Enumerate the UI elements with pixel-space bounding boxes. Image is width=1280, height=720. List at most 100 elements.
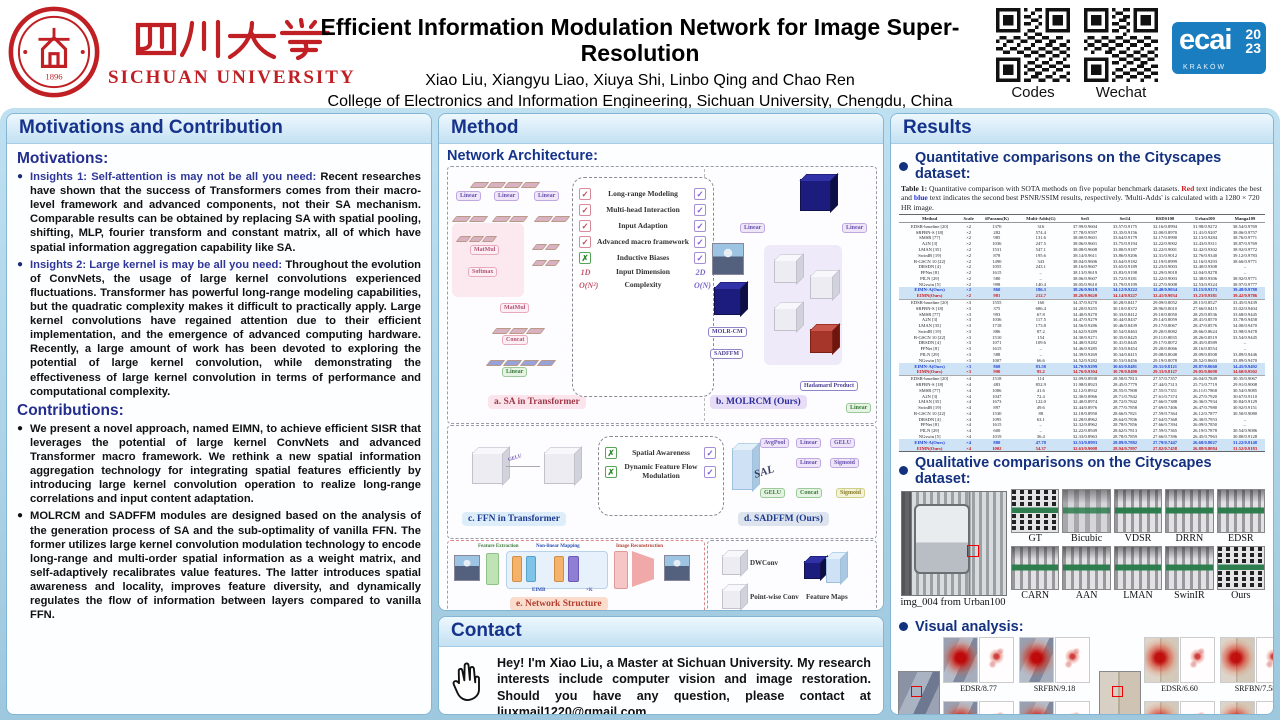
feature-cube bbox=[714, 287, 742, 315]
poster-header: 1896 SICHUAN UNIVERSITY Eff bbox=[0, 0, 1280, 110]
linear-box: Linear bbox=[796, 458, 822, 468]
lam-pair: EDSR/6.60 bbox=[1144, 636, 1215, 701]
crop-tile bbox=[1113, 545, 1163, 590]
svg-text:1896: 1896 bbox=[45, 72, 63, 82]
crop-marker-box bbox=[966, 545, 979, 558]
qualitative-heading: Qualitative comparisons on the Cityscape… bbox=[899, 455, 1265, 487]
motivations-panel-title: Motivations and Contribution bbox=[7, 114, 431, 144]
linear-box: Linear bbox=[796, 438, 822, 448]
check-icon: ✓ bbox=[694, 204, 706, 216]
crop-label: EDSR bbox=[1228, 532, 1254, 544]
table-column-header: Multi-Adds(G) bbox=[1016, 214, 1066, 224]
check-icon: ✓ bbox=[579, 204, 591, 216]
linear-box: Linear bbox=[502, 367, 528, 377]
table-column-header: Set14 bbox=[1105, 214, 1145, 224]
checklist-row: ✓Long-range Modeling✓ bbox=[579, 188, 707, 200]
conv-bar bbox=[614, 551, 628, 589]
crop-label: LMAN bbox=[1123, 589, 1153, 601]
contribution-2: ●MOLRCM and SADFFM modules are designed … bbox=[17, 510, 421, 622]
dwconv-cube bbox=[722, 555, 742, 575]
attribution-scatter bbox=[1180, 636, 1215, 683]
literal-mark: 2D bbox=[695, 268, 706, 277]
attribution-heatmap bbox=[1019, 636, 1054, 683]
literal-mark: O(N) bbox=[694, 281, 711, 290]
insight-1: ●Insights 1: Self-attention is may not b… bbox=[17, 171, 421, 254]
crop-cell: AAN bbox=[1062, 545, 1111, 603]
codes-qr-label: Codes bbox=[1011, 84, 1055, 101]
ecai-name: ecai bbox=[1179, 24, 1232, 56]
gelu-box: GELU bbox=[830, 438, 856, 448]
crop-label: DRRN bbox=[1175, 532, 1204, 544]
attribution-scatter bbox=[1055, 701, 1090, 714]
crop-cell: VDSR bbox=[1113, 488, 1163, 546]
attribution-scatter bbox=[1180, 701, 1215, 714]
codes-qr: Codes bbox=[996, 8, 1070, 101]
attribution-scatter bbox=[1256, 701, 1273, 714]
crop-label: AAN bbox=[1075, 589, 1098, 601]
visual-analysis-figure: Method/DIEDSR/8.77SRFBN/9.18SwinIR/17.32… bbox=[898, 636, 1273, 714]
contact-panel-title: Contact bbox=[439, 617, 883, 647]
feature-cube bbox=[800, 179, 832, 211]
avgpool-box: AvgPool bbox=[760, 438, 790, 448]
eimb-bar bbox=[512, 556, 522, 582]
checklist-row: ✗Spatial Awareness✓ bbox=[605, 447, 717, 459]
university-cjk-logo bbox=[135, 17, 330, 61]
motivations-heading: Motivations: bbox=[17, 150, 109, 167]
dwconv-label: DWConv bbox=[750, 559, 779, 567]
main-image-label: img_004 from Urban100 bbox=[900, 596, 1006, 608]
feature-cube bbox=[472, 452, 504, 484]
visual-analysis-group: Method/DIEDSR/8.77SRFBN/9.18SwinIR/17.32… bbox=[898, 636, 1090, 714]
quantitative-heading: Quantitative comparisons on the Cityscap… bbox=[899, 150, 1265, 182]
concat-box: Concat bbox=[796, 488, 823, 498]
poster-title: Efficient Information Modulation Network… bbox=[320, 14, 960, 67]
figure-e-box: Feature Extraction Non-linear Mapping Im… bbox=[447, 540, 705, 610]
feature-map-slab bbox=[826, 557, 842, 583]
attention-panel bbox=[452, 223, 524, 297]
university-name-en: SICHUAN UNIVERSITY bbox=[108, 67, 356, 88]
wechat-qr: Wechat bbox=[1084, 8, 1158, 101]
attribution-heatmap bbox=[1220, 636, 1255, 683]
lam-pair-label: SRFBN/7.58 bbox=[1234, 683, 1273, 693]
crop-cell: Bicubic bbox=[1062, 488, 1111, 546]
caption-d: d. SADFFM (Ours) bbox=[738, 512, 829, 526]
method-panel: Method Network Architecture: Linear Line… bbox=[438, 113, 884, 611]
molrcm-box: MOLR-CM bbox=[708, 327, 747, 337]
table-column-header: Urban100 bbox=[1184, 214, 1225, 224]
university-seal-icon: 1896 bbox=[8, 6, 100, 98]
results-panel: Results Quantitative comparisons on the … bbox=[890, 113, 1274, 715]
architecture-diagram: Linear Linear Linear MatMul Softmax bbox=[447, 166, 877, 610]
gelu-box: GELU bbox=[760, 488, 786, 498]
contact-panel: Contact Hey! I'm Xiao Liu, a Master at S… bbox=[438, 616, 884, 715]
table-column-header: BSDS100 bbox=[1144, 214, 1185, 224]
linear-box: Linear bbox=[846, 403, 872, 413]
crop-marker-box bbox=[1112, 686, 1123, 698]
crop-cell: DRRN bbox=[1165, 488, 1214, 546]
lam-pair-label: EDSR/8.77 bbox=[960, 683, 997, 693]
checklist-label: Spatial Awareness bbox=[632, 447, 690, 457]
table-caption: Table 1: Quantitative comparison with SO… bbox=[901, 184, 1262, 212]
checklist-row: ✓Advanced macro framework✓ bbox=[579, 236, 707, 248]
attribution-heatmap bbox=[1144, 701, 1179, 714]
table-column-header: #Params(K) bbox=[977, 214, 1017, 224]
lam-pair: SwinIR/14.34 bbox=[1144, 701, 1215, 714]
